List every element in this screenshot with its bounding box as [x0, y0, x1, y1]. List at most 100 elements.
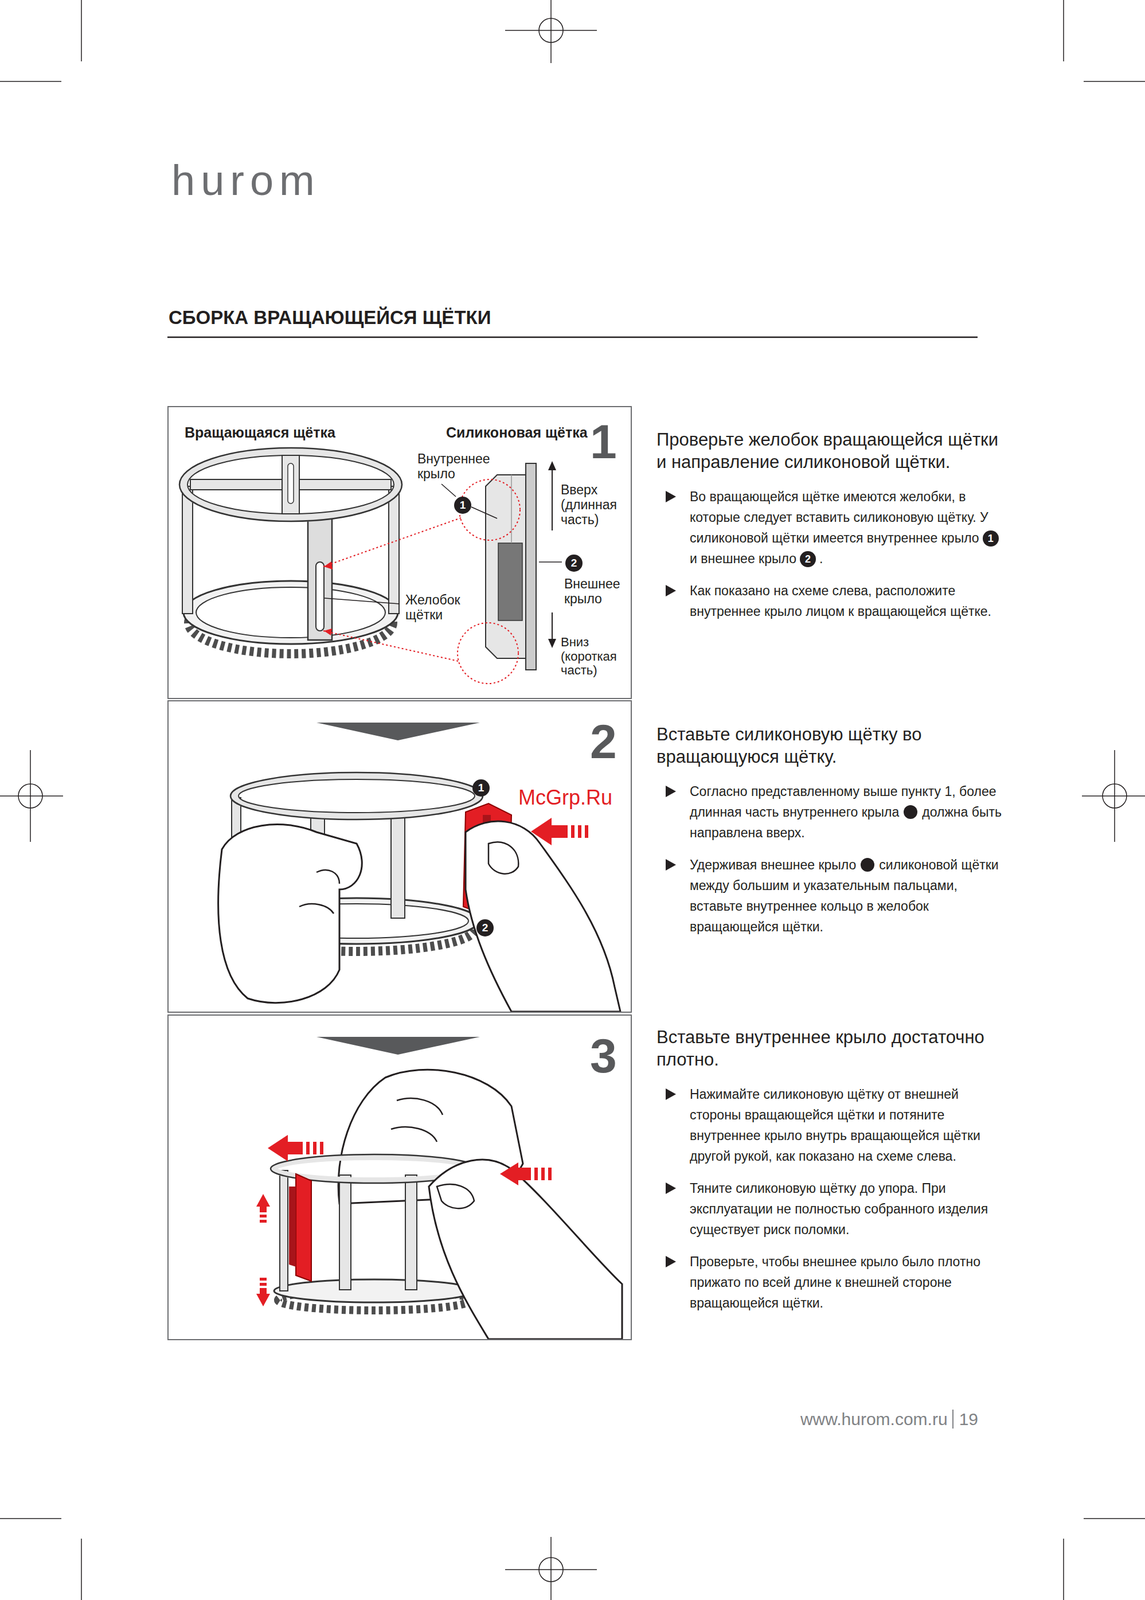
- instruction-block: Вставьте внутреннее крыло достаточно пло…: [656, 1026, 1010, 1325]
- print-marks-part: [0, 1517, 62, 1519]
- instruction-block: Проверьте желобок вращающейся щётки и на…: [656, 428, 1010, 633]
- callout-dot: [860, 857, 875, 872]
- brush-diagram-illustration-part: [457, 622, 519, 684]
- bullet-marker-shape: [665, 1182, 676, 1194]
- brush-diagram-illustration-part: [315, 561, 324, 631]
- part-label: Силиконовая щётка: [446, 424, 588, 441]
- press-brush-illustration-part: [259, 1219, 267, 1223]
- insert-brush-illustration-part: [488, 841, 519, 874]
- print-marks-part: [80, 0, 82, 62]
- press-brush-illustration-part: [405, 1174, 417, 1290]
- insert-brush-illustration-part: [550, 825, 568, 838]
- brush-diagram-illustration-part: [183, 580, 398, 644]
- insert-brush-illustration-part: [238, 779, 475, 813]
- bullet-item: Как показано на схеме слева, расположите…: [656, 580, 1010, 622]
- bullet-marker: [665, 785, 676, 797]
- brush-diagram-illustration-part: [548, 638, 557, 648]
- brush-diagram-illustration-part: [182, 486, 193, 614]
- brush-diagram-illustration-part: [388, 486, 400, 614]
- part-label: Вверх (длинная часть): [560, 482, 629, 527]
- bullet-marker-shape: [665, 490, 676, 503]
- instruction-text: и внешнее крыло: [689, 550, 797, 566]
- bullet-marker: [665, 1255, 676, 1268]
- brush-diagram-illustration: [179, 447, 562, 684]
- insert-brush-illustration-part: [234, 775, 479, 816]
- part-label: Вниз (короткая часть): [560, 635, 629, 678]
- page-footer: www.hurom.com.ru19: [800, 1409, 979, 1429]
- step-number: 1: [589, 417, 617, 466]
- brush-diagram-illustration-part: [323, 561, 333, 570]
- brush-diagram-illustration-part: [538, 561, 562, 563]
- part-label: Желобок щётки: [405, 592, 475, 623]
- brand-logo: hurom: [171, 155, 321, 205]
- callout-number: 2: [799, 550, 816, 568]
- brush-diagram-illustration-part: [498, 542, 523, 621]
- instruction-text: Удерживая внешнее крыло: [689, 857, 857, 873]
- press-brush-illustration-part: [295, 1173, 312, 1281]
- bullet-marker: [665, 490, 676, 503]
- step-number: 3: [589, 1031, 617, 1080]
- print-marks-part: [1063, 1538, 1065, 1600]
- bullet-item: Согласно представленному выше пункту 1, …: [656, 780, 1010, 843]
- insert-brush-illustration-part: [577, 825, 582, 838]
- press-brush-illustration-part: [256, 1293, 271, 1307]
- brush-diagram-illustration-part: [282, 455, 300, 514]
- instruction-text: .: [819, 550, 823, 566]
- insert-brush-illustration: [218, 722, 621, 1012]
- step-panel: 1Вращающаяся щёткаСиликоновая щёткаВнутр…: [167, 405, 632, 699]
- print-marks-part: [550, 0, 552, 64]
- press-brush-illustration-part: [534, 1167, 538, 1180]
- bullet-marker: [665, 584, 676, 597]
- part-label: Внутреннее крыло: [417, 451, 504, 482]
- press-brush-illustration-part: [279, 1170, 288, 1291]
- print-marks-part: [1081, 795, 1145, 797]
- page-number: 19: [952, 1409, 979, 1429]
- callout-number: 1: [472, 779, 490, 797]
- bullet-item: Нажимайте силиконовую щётку от внешней с…: [656, 1083, 1010, 1167]
- press-brush-illustration-part: [306, 1141, 310, 1155]
- press-brush-illustration-part: [339, 1174, 351, 1290]
- brush-diagram-illustration-part: [196, 587, 386, 638]
- brush-diagram-illustration-part: [551, 612, 553, 640]
- bullet-item: Проверьте, чтобы внешнее крыло было плот…: [656, 1251, 1010, 1313]
- press-brush-illustration-part: [259, 1214, 267, 1218]
- print-marks-part: [1114, 749, 1116, 842]
- instruction-text: Нажимайте силиконовую щётку от внешней с…: [689, 1086, 981, 1164]
- brush-diagram-illustration-part: [299, 479, 392, 490]
- print-marks-part: [29, 749, 31, 842]
- insert-brush-illustration-part: [584, 825, 589, 838]
- brush-diagram-illustration-part: [190, 479, 283, 490]
- step-panel: 212: [167, 700, 632, 1013]
- title-rule: [167, 336, 978, 339]
- bullet-marker-shape: [665, 785, 676, 797]
- instruction-text: Тяните силиконовую щётку до упора. При э…: [689, 1180, 988, 1237]
- insert-brush-illustration-part: [391, 814, 405, 918]
- bullet-marker: [665, 1088, 676, 1100]
- print-marks-part: [1083, 1517, 1145, 1519]
- step-heading: Вставьте внутреннее крыло достаточно пло…: [656, 1026, 1010, 1072]
- insert-brush-illustration-part: [465, 821, 621, 1012]
- website-url: www.hurom.com.ru: [800, 1409, 948, 1429]
- brush-diagram-illustration-part: [441, 483, 456, 497]
- press-brush-illustration-part: [288, 1186, 296, 1267]
- step-number: 2: [589, 717, 617, 766]
- brush-diagram-illustration-part: [187, 455, 394, 514]
- press-brush-illustration-part: [267, 1134, 288, 1162]
- brush-diagram-illustration-part: [551, 469, 553, 531]
- press-brush-illustration-part: [286, 1141, 303, 1155]
- insert-brush-illustration-part: [316, 722, 480, 741]
- bullet-marker-shape: [665, 1088, 676, 1100]
- brush-diagram-illustration-part: [324, 598, 400, 604]
- press-brush-illustration-part: [316, 1036, 480, 1055]
- brush-diagram-illustration-part: [287, 463, 294, 504]
- bullet-marker: [665, 1182, 676, 1194]
- section-title: СБОРКА ВРАЩАЮЩЕЙСЯ ЩЁТКИ: [168, 306, 491, 329]
- insert-brush-illustration-part: [299, 869, 340, 914]
- print-marks-part: [0, 80, 62, 82]
- press-brush-illustration: [256, 1036, 623, 1339]
- brush-diagram-illustration-part: [471, 506, 498, 519]
- callout-dot: [903, 804, 918, 819]
- bullet-item: Удерживая внешнее крылосиликоновой щётки…: [656, 854, 1010, 937]
- insert-brush-illustration-part: [230, 772, 483, 820]
